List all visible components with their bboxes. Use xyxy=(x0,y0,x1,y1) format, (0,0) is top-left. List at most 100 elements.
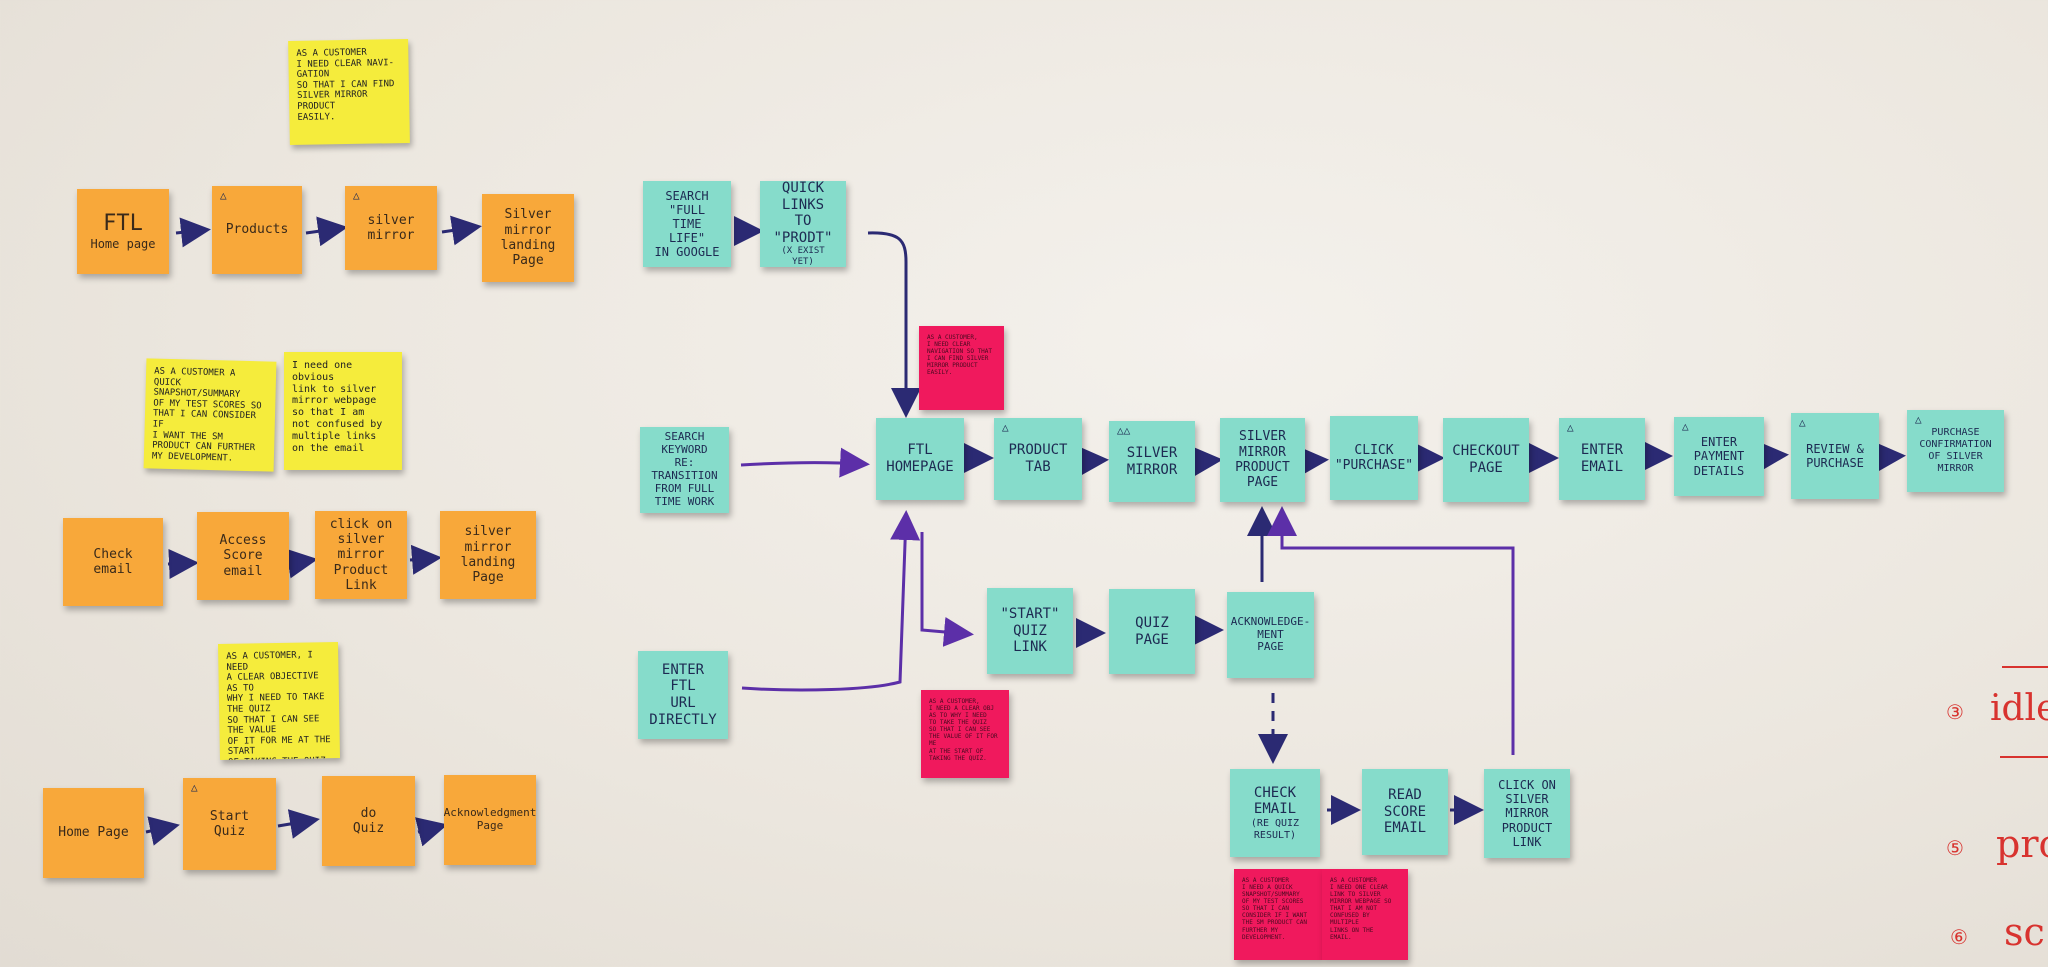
marker-line xyxy=(2000,756,2048,758)
user-story-note-one-link: I need one obvious link to silver mirror… xyxy=(284,352,402,470)
step-review-purchase: △ REVIEW & PURCHASE xyxy=(1791,413,1879,499)
note-subtitle: (X EXIST YET) xyxy=(781,246,825,267)
user-story-note-navigation: AS A CUSTOMER I NEED CLEAR NAVI- GATION … xyxy=(288,38,410,146)
step-click-silver-mirror-link: click on silver mirror Product Link xyxy=(315,511,407,599)
note-text: Access Score email xyxy=(219,533,267,579)
triangle-icon: △ xyxy=(191,781,198,794)
note-text: SILVER MIRROR PRODUCT PAGE xyxy=(1235,429,1290,491)
entry-search-google: SEARCH "FULL TIME LIFE" IN GOOGLE xyxy=(643,181,731,267)
step-quiz-page: QUIZ PAGE xyxy=(1109,589,1195,674)
step-purchase-confirmation: △ PURCHASE CONFIRMATION OF SILVER MIRROR xyxy=(1907,410,2004,492)
note-text: AS A CUSTOMER I NEED A QUICK SNAPSHOT/SU… xyxy=(1242,877,1308,941)
note-text: CLICK ON SILVER MIRROR PRODUCT LINK xyxy=(1498,778,1556,849)
step-silver-mirror-landing-2: silver mirror landing Page xyxy=(440,511,536,599)
note-text: PRODUCT TAB xyxy=(1008,442,1068,475)
entry-search-keyword: SEARCH KEYWORD RE: TRANSITION FROM FULL … xyxy=(640,427,729,513)
marker-text: idle xyxy=(1990,688,2048,729)
note-text: Silver mirror landing Page xyxy=(500,207,556,269)
marker-number: ⑥ xyxy=(1950,925,1968,949)
step-access-score-email: Access Score email xyxy=(197,512,289,600)
step-click-silver-mirror-product-link: CLICK ON SILVER MIRROR PRODUCT LINK xyxy=(1484,769,1570,858)
marker-number: ⑤ xyxy=(1946,836,1964,860)
note-text: CHECK EMAIL xyxy=(1253,784,1297,818)
triangle-icon: △ xyxy=(220,189,227,202)
step-ftl-homepage: FTL HOMEPAGE xyxy=(876,418,964,500)
note-title: FTL xyxy=(103,211,143,237)
note-text: AS A CUSTOMER I NEED CLEAR NAVI- GATION … xyxy=(296,47,395,123)
user-story-note-snapshot: AS A CUSTOMER A QUICK SNAPSHOT/SUMMARY O… xyxy=(143,358,277,472)
triangle-icon: △ xyxy=(1799,416,1806,429)
user-story-pink-navigation: AS A CUSTOMER, I NEED CLEAR NAVIGATION S… xyxy=(919,326,1004,410)
triangle-icon: △ xyxy=(1567,421,1574,434)
note-text: silver mirror landing Page xyxy=(460,524,516,586)
step-check-email: Check email xyxy=(63,518,163,606)
user-story-pink-one-link: AS A CUSTOMER I NEED ONE CLEAR LINK TO S… xyxy=(1322,869,1408,960)
step-silver-mirror-main: △△ SILVER MIRROR xyxy=(1109,421,1195,502)
note-text: silver mirror xyxy=(367,212,415,243)
note-text: CHECKOUT PAGE xyxy=(1452,443,1520,476)
step-check-email-quiz: CHECK EMAIL (RE QUIZ RESULT) xyxy=(1230,769,1320,857)
note-text: "START" QUIZ LINK xyxy=(1000,606,1060,656)
marker-text: sc xyxy=(2004,910,2045,954)
step-read-score-email: READ SCORE EMAIL xyxy=(1362,769,1448,855)
note-text: AS A CUSTOMER, I NEED CLEAR NAVIGATION S… xyxy=(927,334,993,377)
step-enter-email: △ ENTER EMAIL xyxy=(1559,418,1645,500)
note-text: I need one obvious link to silver mirror… xyxy=(292,360,383,454)
triangle-icon: △ xyxy=(1002,421,1009,434)
user-story-pink-snapshot: AS A CUSTOMER I NEED A QUICK SNAPSHOT/SU… xyxy=(1234,869,1322,960)
note-text: click on silver mirror Product Link xyxy=(329,516,393,593)
step-product-tab: △ PRODUCT TAB xyxy=(994,418,1082,500)
note-text: ENTER FTL URL DIRECTLY xyxy=(649,661,717,728)
step-acknowledgement-page: ACKNOWLEDGE- MENT PAGE xyxy=(1227,592,1314,678)
step-click-purchase: CLICK "PURCHASE" xyxy=(1330,416,1418,500)
note-text: do Quiz xyxy=(352,805,385,836)
note-text: CLICK "PURCHASE" xyxy=(1334,442,1414,473)
note-text: ACKNOWLEDGE- MENT PAGE xyxy=(1230,614,1311,654)
step-silver-mirror-product-page: SILVER MIRROR PRODUCT PAGE xyxy=(1220,418,1305,502)
note-text: ENTER PAYMENT DETAILS xyxy=(1693,435,1745,478)
marker-text: pro xyxy=(1996,822,2048,866)
note-text: FTL HOMEPAGE xyxy=(886,442,954,475)
note-text: PURCHASE CONFIRMATION OF SILVER MIRROR xyxy=(1919,427,1992,474)
note-text: QUICK LINKS TO "PRODT" xyxy=(773,181,833,246)
step-acknowledgment-page: Acknowledgment Page xyxy=(444,775,536,865)
note-text: AS A CUSTOMER, I NEED A CLEAR OBJECTIVE … xyxy=(226,650,331,760)
note-text: QUIZ PAGE xyxy=(1135,614,1169,648)
step-enter-payment-details: △ ENTER PAYMENT DETAILS xyxy=(1674,417,1764,496)
step-silver-mirror: △ silver mirror xyxy=(345,186,437,270)
triangle-icon: △△ xyxy=(1117,424,1131,437)
step-start-quiz-link: "START" QUIZ LINK xyxy=(987,588,1073,674)
entry-quick-links: QUICK LINKS TO "PRODT" (X EXIST YET) xyxy=(760,181,846,267)
note-text: SILVER MIRROR xyxy=(1126,444,1178,478)
note-text: SEARCH KEYWORD RE: TRANSITION FROM FULL … xyxy=(651,430,718,508)
note-text: AS A CUSTOMER A QUICK SNAPSHOT/SUMMARY O… xyxy=(151,366,262,464)
marker-line xyxy=(2002,666,2048,668)
triangle-icon: △ xyxy=(1682,420,1689,433)
triangle-icon: △ xyxy=(353,189,360,202)
user-story-note-quiz-objective: AS A CUSTOMER, I NEED A CLEAR OBJECTIVE … xyxy=(217,641,341,761)
step-ftl-home-page: FTL Home page xyxy=(77,189,169,274)
note-subtitle: (RE QUIZ RESULT) xyxy=(1250,817,1300,841)
note-text: AS A CUSTOMER I NEED ONE CLEAR LINK TO S… xyxy=(1330,877,1392,941)
note-text: Home Page xyxy=(58,825,129,841)
note-text: Products xyxy=(225,222,289,238)
step-home-page: Home Page xyxy=(43,788,144,878)
note-subtitle: Home page xyxy=(90,237,156,252)
user-story-pink-quiz-objective: AS A CUSTOMER, I NEED A CLEAR OBJ AS TO … xyxy=(921,690,1009,778)
note-text: Check email xyxy=(93,546,133,577)
entry-enter-url: ENTER FTL URL DIRECTLY xyxy=(638,651,728,739)
step-do-quiz: do Quiz xyxy=(322,776,415,866)
step-silver-mirror-landing: Silver mirror landing Page xyxy=(482,194,574,282)
note-text: ENTER EMAIL xyxy=(1580,442,1624,475)
note-text: REVIEW & PURCHASE xyxy=(1806,441,1864,470)
note-text: READ SCORE EMAIL xyxy=(1383,787,1427,837)
step-start-quiz: △ Start Quiz xyxy=(183,778,276,870)
step-checkout-page: CHECKOUT PAGE xyxy=(1443,418,1529,502)
marker-number: ③ xyxy=(1946,700,1964,724)
note-text: AS A CUSTOMER, I NEED A CLEAR OBJ AS TO … xyxy=(929,698,998,762)
note-text: SEARCH "FULL TIME LIFE" IN GOOGLE xyxy=(654,188,720,260)
note-text: Start Quiz xyxy=(209,808,250,839)
triangle-icon: △ xyxy=(1915,413,1922,426)
